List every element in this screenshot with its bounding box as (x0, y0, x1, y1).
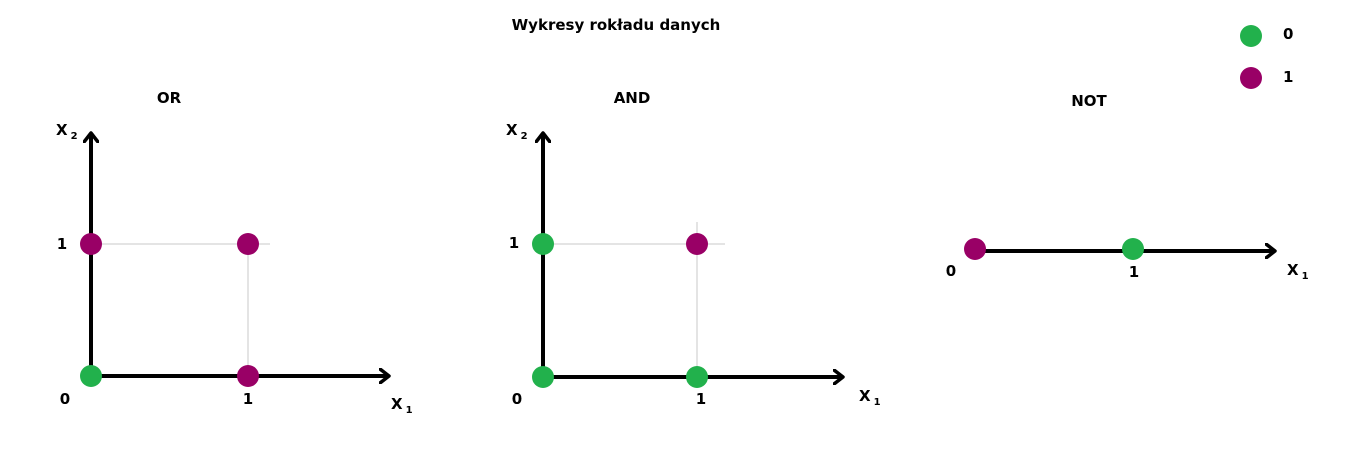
or-plot-title: OR (157, 89, 182, 107)
not-points (964, 238, 1144, 260)
and-point-2 (532, 233, 554, 255)
or-point-0 (80, 365, 102, 387)
or-points (80, 233, 259, 387)
legend-label-0: 0 (1283, 25, 1293, 43)
legend-marker-1 (1240, 67, 1262, 89)
and-x-tick: 1 (696, 390, 706, 408)
and-point-1 (686, 366, 708, 388)
and-origin-tick: 0 (512, 390, 522, 408)
and-plot-title: AND (614, 89, 651, 107)
legend: 0 1 (1240, 25, 1293, 89)
not-point-1 (1122, 238, 1144, 260)
or-point-2 (80, 233, 102, 255)
legend-marker-0 (1240, 25, 1262, 47)
main-title: Wykresy rokładu danych (512, 16, 721, 34)
not-x-tick: 1 (1129, 263, 1139, 281)
and-points (532, 233, 708, 388)
not-plot-title: NOT (1071, 92, 1107, 110)
and-point-0 (532, 366, 554, 388)
not-point-0 (964, 238, 986, 260)
and-y-tick: 1 (509, 234, 519, 252)
not-origin-tick: 0 (946, 262, 956, 280)
and-point-3 (686, 233, 708, 255)
or-y-tick: 1 (57, 235, 67, 253)
or-x-tick: 1 (243, 390, 253, 408)
or-point-1 (237, 365, 259, 387)
legend-label-1: 1 (1283, 68, 1293, 86)
or-point-3 (237, 233, 259, 255)
or-origin-tick: 0 (60, 390, 70, 408)
